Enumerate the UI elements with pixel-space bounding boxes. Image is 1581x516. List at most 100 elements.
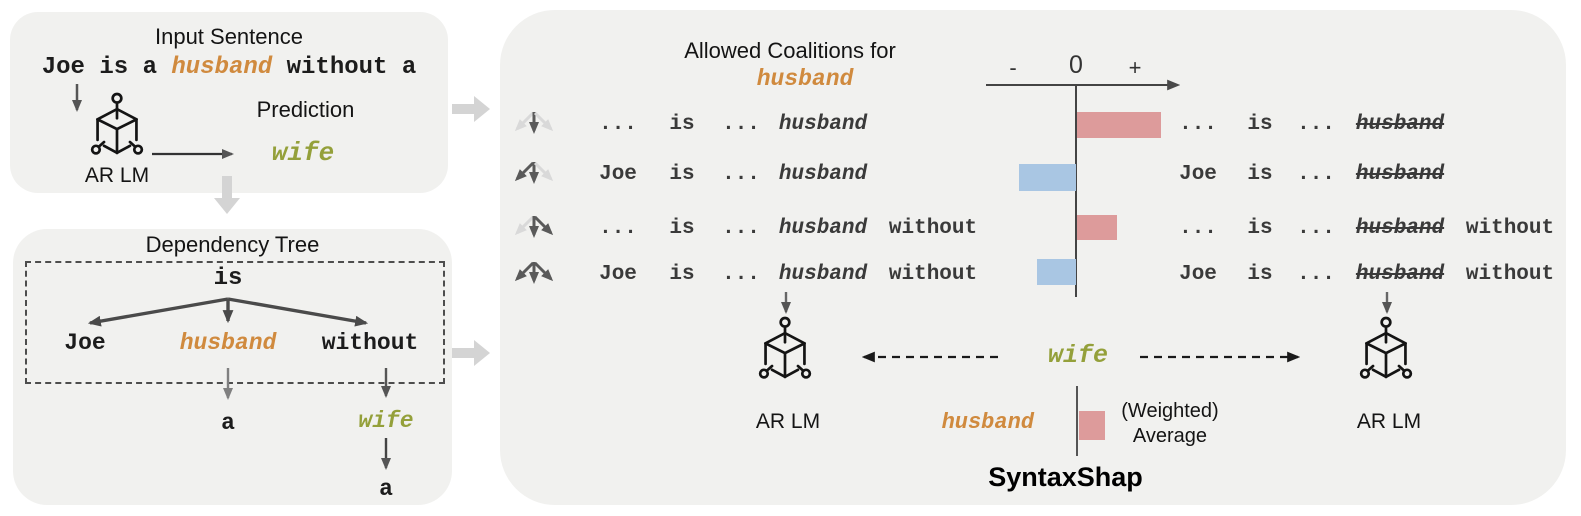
contribution-bar [1077,215,1117,240]
coalition-token: ... [1179,217,1217,240]
ar-lm-cube-left-icon [758,316,812,388]
dashed-arrow-left-icon [861,351,998,363]
coalition-row: ... is... husband without [591,215,991,245]
connector-arrow-down-icon [214,176,240,214]
coalition-token: ... [599,113,637,136]
subtree-icon-row3 [514,215,554,238]
axis-plus-label: + [1128,55,1142,80]
coalition-token: is [669,263,695,286]
dep-child-arrows-icon [223,368,391,470]
dep-node-husband: husband [179,330,277,356]
weighted-label-line2: Average [1132,425,1208,447]
coalition-token: is [1247,163,1273,186]
method-label: SyntaxShap [988,462,1143,492]
coalition-token: is [1247,113,1273,136]
coalition-row-masked: ... is... husband without [1172,215,1572,245]
ar-lm-cube-icon [90,92,144,164]
dep-node-a1: a [221,410,235,436]
coalition-token: is [1247,263,1273,286]
prediction-token: wife [271,138,335,168]
average-token-label: husband [941,410,1034,435]
coalition-token: ... [599,217,637,240]
chart-axis-icon [986,79,1181,297]
model-to-prediction-arrow-icon [152,149,234,159]
coalitions-title: Allowed Coalitions for [684,38,896,63]
coalition-token: ... [1297,217,1335,240]
coalition-token-husband: husband [778,217,868,240]
contribution-bar [1019,164,1076,191]
ar-lm-cube-right-icon [1359,316,1413,388]
subtree-icon-row4 [514,261,554,284]
weighted-average-bar [1079,411,1105,440]
subtree-icon-row1 [514,111,554,134]
ar-lm-left-label: AR LM [755,410,821,433]
coalition-token: ... [1297,163,1335,186]
coalition-token: Joe [1179,163,1217,186]
coalition-token: Joe [599,263,637,286]
dependency-panel-title: Dependency Tree [145,232,320,257]
coalition-token-husband-struck: husband [1355,113,1445,136]
coalition-token: without [888,217,978,240]
coalition-token-husband: husband [778,113,868,136]
dep-node-joe: Joe [64,330,106,356]
prediction-label: Prediction [256,97,355,122]
connector-arrow-right-bottom-icon [452,340,490,366]
coalitions-target-token: husband [756,66,854,92]
subtree-icon-row2 [514,161,554,184]
coalition-token-husband: husband [778,163,868,186]
coalition-token-husband-struck: husband [1355,217,1445,240]
coalition-token: ... [722,113,760,136]
coalition-token: ... [1297,263,1335,286]
input-panel-title: Input Sentence [154,24,303,49]
masked-to-model-arrow-icon [1382,292,1392,314]
coalition-token: ... [1179,113,1217,136]
coalition-token: ... [1297,113,1335,136]
dashed-arrow-right-icon [1140,351,1301,363]
ar-lm-right-label: AR LM [1356,410,1422,433]
dep-node-wife: wife [358,408,414,434]
dependency-dashed-box [25,261,445,384]
contribution-bar [1077,112,1161,138]
coalition-row: Joe is... husband [591,161,991,191]
coalition-token: without [1465,217,1555,240]
coalition-row: Joe is... husband without [591,261,991,291]
coalition-token: ... [722,163,760,186]
axis-zero-label: 0 [1069,51,1083,79]
coalition-row-masked: Joe is... husband without [1172,261,1572,291]
input-sentence-panel [10,12,448,193]
dep-node-a2: a [379,476,393,502]
input-sentence: Joe is a husband without a [10,54,448,81]
coalition-row-masked: Joe is... husband [1172,161,1572,191]
coalition-token: Joe [1179,263,1217,286]
coalition-token: is [669,163,695,186]
ar-lm-label: AR LM [84,164,150,187]
sentence-post: without a [272,54,417,81]
coalition-row-masked: ... is... husband [1172,111,1572,141]
coalition-token: is [669,113,695,136]
coalition-token: is [1247,217,1273,240]
coalition-token: ... [722,217,760,240]
average-zero-line [1076,386,1078,456]
coalition-token-husband-struck: husband [1355,163,1445,186]
sentence-pre: Joe is a [41,54,172,81]
coalition-token: without [888,263,978,286]
coalition-token-husband: husband [778,263,868,286]
coalition-token: Joe [599,163,637,186]
coalition-token: without [1465,263,1555,286]
dep-node-without: without [321,330,419,356]
coalition-token-husband-struck: husband [1355,263,1445,286]
coalitions-to-model-arrow-icon [781,292,791,314]
dependency-tree-panel [13,229,452,505]
dep-fan-arrows-icon [87,297,369,327]
coalition-row: ... is... husband [591,111,991,141]
weighted-label-line1: (Weighted) [1121,400,1219,422]
coalition-token: is [669,217,695,240]
dep-node-root: is [213,265,243,292]
coalition-token: ... [722,263,760,286]
central-prediction-token: wife [1047,341,1108,370]
coalitions-panel [500,10,1566,505]
axis-minus-label: - [1009,55,1017,80]
connector-arrow-right-top-icon [452,96,490,122]
sentence-highlight-token: husband [171,54,273,81]
